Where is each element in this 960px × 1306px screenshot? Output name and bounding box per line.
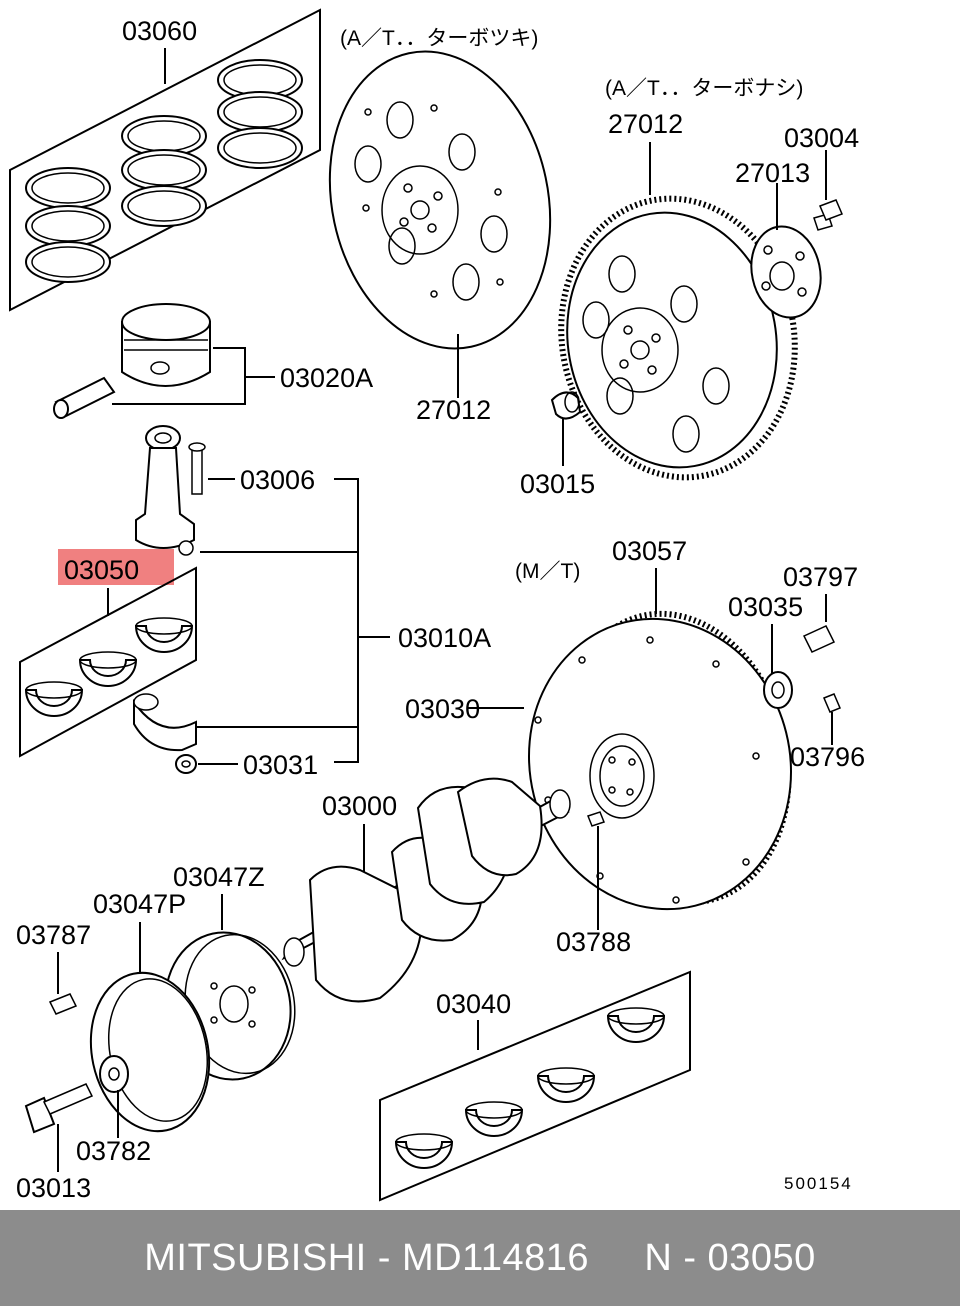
part-label-03004[interactable]: 03004 [784,123,859,153]
piston[interactable] [121,303,211,387]
part-label-03035[interactable]: 03035 [728,592,803,622]
pilot-bearing[interactable] [763,671,793,709]
rod-bearing-set[interactable] [19,566,197,758]
part-label-27012-turbo[interactable]: 27012 [416,395,491,425]
crankshaft[interactable] [281,777,571,1003]
note-at-turbo: (A／T．．ターボツキ) [340,27,538,50]
main-bearing-set[interactable] [379,970,691,1202]
footer-bar: MITSUBISHI - MD114816 N - 03050 [0,1210,960,1306]
parts-diagram: 03060 03020A 03006 03010A 03050 [9,8,865,1203]
part-label-03060[interactable]: 03060 [122,16,197,46]
part-label-03787[interactable]: 03787 [16,920,91,950]
highlight-03050 [58,549,174,585]
note-at-no-turbo: (A／T．．ターボナシ) [605,77,803,100]
pilot-bushing[interactable] [550,391,582,420]
part-label-03006[interactable]: 03006 [240,465,315,495]
pulley-bolt[interactable] [48,993,78,1015]
part-label-03796[interactable]: 03796 [790,742,865,772]
rod-bolt[interactable] [188,442,206,495]
note-mt: (M／T) [515,560,580,583]
drive-plate-bolt[interactable] [813,199,843,231]
rod-nut[interactable] [175,754,197,774]
part-label-03057[interactable]: 03057 [612,536,687,566]
footer-part-number: MITSUBISHI - MD114816 N - 03050 [144,1236,816,1279]
part-label-27012[interactable]: 27012 [608,109,683,139]
flywheel-bolt[interactable] [802,625,836,653]
part-label-03013[interactable]: 03013 [16,1173,91,1203]
part-label-03000[interactable]: 03000 [322,791,397,821]
flywheel[interactable] [499,590,822,937]
diagram-code: 500154 [784,1174,853,1193]
drive-plate-turbo[interactable] [303,31,577,369]
part-label-03047P[interactable]: 03047P [93,889,186,919]
piston-pin[interactable] [53,376,116,419]
crank-washer[interactable] [99,1055,129,1093]
part-label-03010A[interactable]: 03010A [398,623,491,653]
rod-cap[interactable] [133,693,197,752]
crank-dowel-pin[interactable] [587,811,605,827]
part-label-27013[interactable]: 27013 [735,158,810,188]
part-label-03797[interactable]: 03797 [783,562,858,592]
part-label-03015[interactable]: 03015 [520,469,595,499]
part-label-03050[interactable]: 03050 [64,555,139,585]
part-label-03047Z[interactable]: 03047Z [173,862,265,892]
part-label-03020A[interactable]: 03020A [280,363,373,393]
crank-bolt[interactable] [24,1083,94,1134]
part-label-03030[interactable]: 03030 [405,694,480,724]
piston-ring-set[interactable] [9,8,321,312]
part-label-03782[interactable]: 03782 [76,1136,151,1166]
part-label-03031[interactable]: 03031 [243,750,318,780]
connecting-rod[interactable] [135,425,195,556]
part-label-03040[interactable]: 03040 [436,989,511,1019]
dowel-pin[interactable] [823,693,841,713]
part-label-03788[interactable]: 03788 [556,927,631,957]
